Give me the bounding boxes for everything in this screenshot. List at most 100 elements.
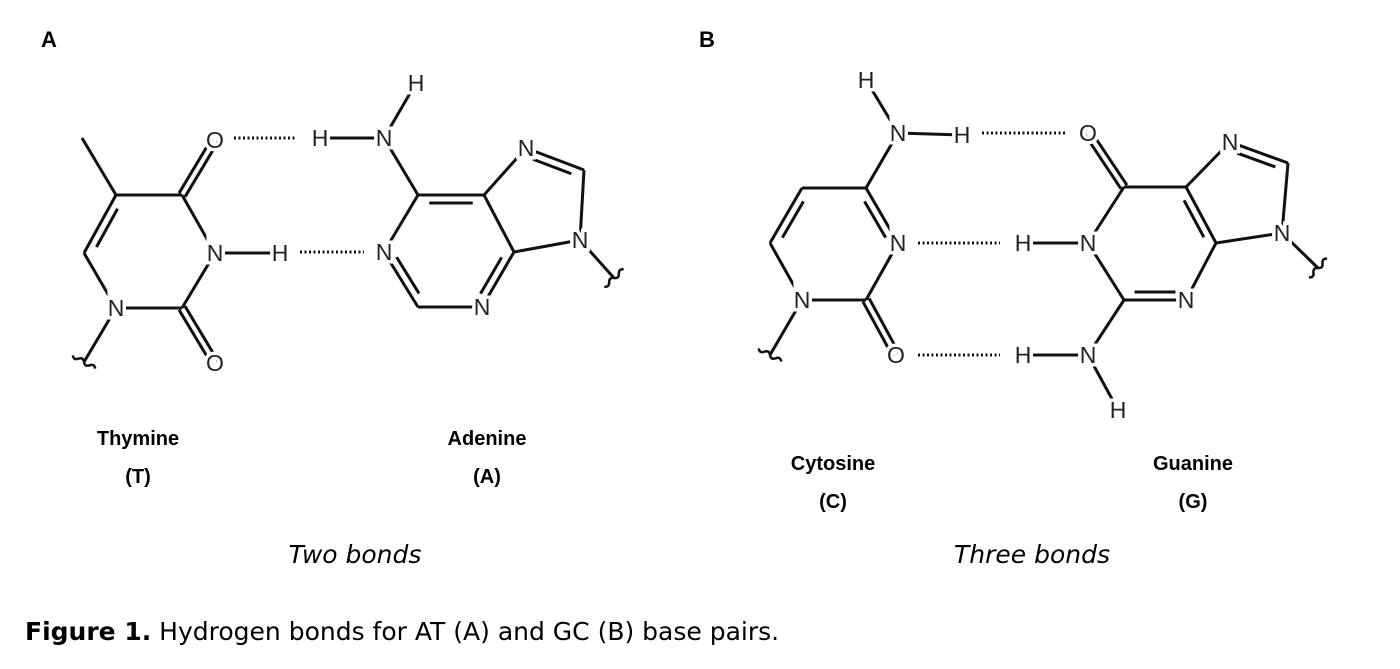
atom-n: N	[890, 230, 907, 256]
single-bond-line	[80, 137, 118, 196]
double-bond-inner-line	[95, 208, 119, 248]
atom-n: N	[376, 239, 393, 265]
atom-n: N	[1080, 230, 1097, 256]
atom-n: N	[207, 240, 224, 266]
double-bond-inner-line	[479, 256, 503, 295]
atom-h: H	[272, 240, 289, 266]
adenine-label: Adenine	[447, 428, 527, 450]
double-bond-inner-line	[1182, 199, 1206, 238]
single-bond-line	[482, 147, 528, 196]
double-bond-line	[1083, 134, 1123, 190]
single-bond-line	[180, 194, 217, 254]
single-bond-line	[1086, 242, 1126, 301]
figure-caption-text: Hydrogen bonds for AT (A) and GC (B) bas…	[151, 617, 780, 646]
double-bond-line	[864, 187, 900, 244]
atom-n: N	[474, 294, 491, 320]
atom-h: H	[858, 67, 875, 93]
double-bond-line	[861, 300, 895, 358]
thymine-abbr: (T)	[125, 466, 151, 488]
single-bond-line	[864, 132, 900, 189]
atom-h: H	[408, 70, 425, 96]
covalent-bonds	[71, 79, 1328, 411]
hydrogen-bonds	[234, 131, 1066, 357]
single-bond-line	[180, 252, 217, 309]
atom-n: N	[890, 120, 907, 146]
atom-n: N	[1080, 342, 1097, 368]
single-bond-line	[1086, 186, 1126, 244]
sugar-bond-line	[1280, 231, 1320, 270]
wavy-bond-icon	[757, 348, 783, 362]
atom-n: N	[1222, 129, 1239, 155]
double-bond-inner-line	[1236, 151, 1276, 169]
sugar-bond-line	[578, 238, 616, 280]
atom-h: H	[1015, 342, 1032, 368]
cytosine-label: Cytosine	[790, 453, 876, 475]
double-bond-line	[867, 297, 901, 355]
atom-h: H	[1110, 397, 1127, 423]
atom-o: O	[887, 342, 905, 368]
double-bond-line	[768, 187, 804, 244]
double-bond-line	[177, 309, 214, 366]
figure-caption-label: Figure 1.	[25, 617, 152, 646]
single-bond-line	[513, 238, 581, 254]
single-bond-line	[578, 169, 586, 241]
atom-n: N	[108, 295, 125, 321]
panel-label-a: A	[41, 27, 57, 52]
atom-n: N	[794, 287, 811, 313]
double-bond-line	[82, 194, 118, 254]
atom-n: N	[572, 227, 589, 253]
single-bond-line	[768, 242, 804, 301]
single-bond-line	[1215, 231, 1283, 245]
double-bond-inner-line	[395, 256, 421, 295]
double-bond-inner-line	[781, 200, 805, 239]
three-bonds-note: Three bonds	[953, 540, 1111, 569]
single-bond-line	[82, 252, 118, 309]
single-bond-line	[864, 79, 900, 134]
double-bond-line	[480, 251, 516, 308]
single-bond-line	[864, 242, 900, 301]
single-bond-line	[482, 194, 516, 253]
atom-n: N	[376, 125, 393, 151]
double-bond-line	[382, 251, 420, 308]
double-bond-line	[183, 141, 220, 198]
double-bond-line	[1229, 140, 1289, 165]
atom-h: H	[954, 122, 971, 148]
sugar-bond-line	[82, 307, 118, 363]
double-bond-line	[1089, 130, 1129, 186]
atom-o: O	[1079, 120, 1097, 146]
wavy-bond-icon	[71, 355, 97, 369]
guanine-label: Guanine	[1152, 453, 1234, 475]
single-bond-line	[897, 131, 963, 137]
figure-caption: Figure 1. Hydrogen bonds for AT (A) and …	[25, 617, 779, 646]
double-bond-inner-line	[532, 157, 572, 176]
double-bond-line	[1184, 186, 1218, 244]
thymine-label: Thymine	[96, 428, 180, 450]
atom-h: H	[1015, 230, 1032, 256]
atom-h: H	[312, 125, 329, 151]
double-bond-line	[183, 305, 220, 362]
double-bond-line	[177, 137, 214, 194]
adenine-abbr: (A)	[473, 466, 501, 488]
single-bond-line	[1280, 162, 1290, 234]
panel-label-b: B	[699, 27, 715, 52]
atom-o: O	[206, 350, 224, 376]
single-bond-line	[1184, 242, 1218, 301]
atom-o: O	[206, 127, 224, 153]
single-bond-line	[1086, 354, 1120, 411]
wavy-bond-icon	[604, 267, 624, 289]
atom-n: N	[1274, 220, 1291, 246]
single-bond-line	[1184, 140, 1232, 189]
double-bond-inner-line	[863, 200, 887, 239]
double-bond-line	[525, 146, 585, 172]
sugar-bond-line	[768, 299, 804, 356]
cytosine-abbr: (C)	[819, 491, 847, 513]
single-bond-line	[382, 194, 420, 253]
guanine-abbr: (G)	[1178, 491, 1208, 513]
atom-n: N	[518, 135, 535, 161]
single-bond-line	[1086, 299, 1126, 356]
two-bonds-note: Two bonds	[288, 540, 422, 569]
single-bond-line	[382, 137, 420, 196]
wavy-bond-icon	[1308, 257, 1328, 279]
